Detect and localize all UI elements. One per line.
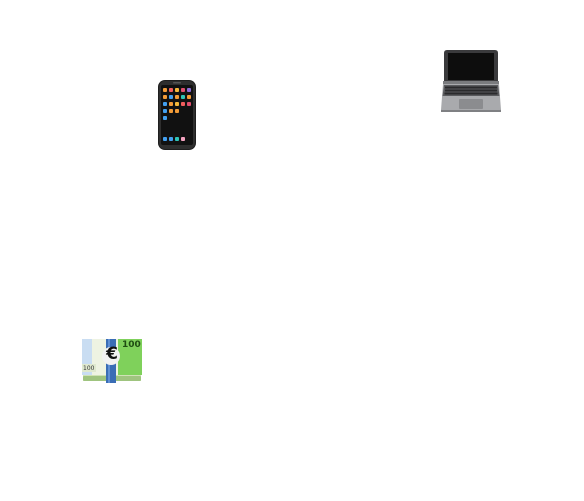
euro-banknotes-icon: € 100 100 [80, 336, 144, 384]
laptop-icon [441, 50, 501, 112]
denomination-bottom: 100 [83, 365, 95, 372]
euro-symbol: € [106, 344, 118, 364]
denomination-top: 100 [122, 340, 141, 350]
banknote-stack-graphic [82, 339, 142, 383]
mobile-phone-icon [158, 80, 196, 150]
